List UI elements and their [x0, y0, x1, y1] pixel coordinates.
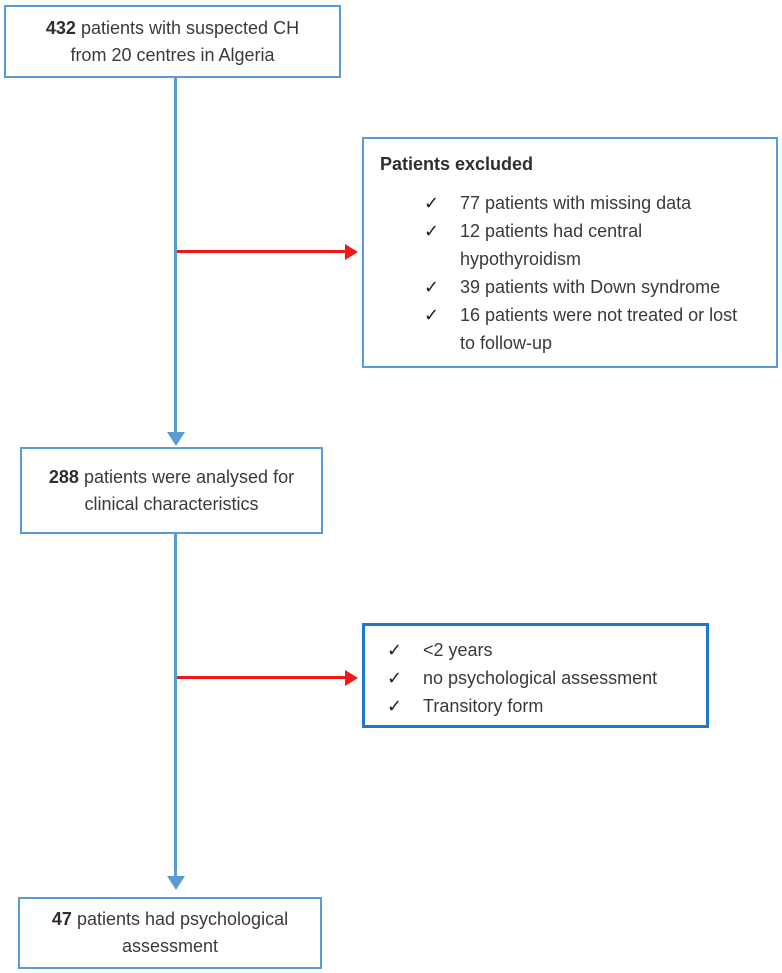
analysed-box-line1: 288 patients were analysed for [49, 464, 294, 491]
checkmark-icon: ✓ [424, 221, 440, 241]
checkmark-icon: ✓ [387, 695, 403, 716]
excluded-box: Patients excluded ✓ 77 patients with mis… [362, 137, 778, 368]
start-count: 432 [45, 17, 76, 38]
red-arrow-2-line [177, 676, 345, 679]
checkmark-icon: ✓ [424, 305, 440, 325]
list-item: ✓ 12 patients had central hypothyroidism [424, 217, 768, 273]
list-item: ✓ <2 years [387, 636, 700, 664]
list-item-text: 39 patients with Down syndrome [460, 277, 721, 297]
list-item-text: no psychological assessment [423, 667, 658, 688]
start-box-line2: from 20 centres in Algeria [70, 44, 275, 65]
final-count: 47 [51, 909, 72, 929]
final-box-line2: assessment [121, 936, 219, 956]
down-arrow-1-line [174, 78, 177, 433]
excluded-box-title: Patients excluded [380, 154, 534, 174]
list-item: ✓ 39 patients with Down syndrome [424, 273, 768, 301]
down-arrow-1-head [167, 432, 185, 446]
red-arrow-2-head [345, 670, 358, 686]
start-text: patients with suspected CH [75, 17, 300, 38]
list-item-text: Transitory form [423, 695, 544, 716]
down-arrow-2-head [167, 876, 185, 890]
analysed-box: 288 patients were analysed for clinical … [20, 447, 323, 534]
start-box: 432 patients with suspected CH from 20 c… [4, 5, 341, 78]
list-item-text: 16 patients were not treated or lost to … [460, 305, 738, 353]
list-item: ✓ 77 patients with missing data [424, 189, 768, 217]
start-box-line1: 432 patients with suspected CH [46, 15, 299, 42]
final-box: 47 patients had psychological assessment [18, 897, 322, 969]
psych-exclusion-list: ✓ <2 years ✓ no psychological assessment… [387, 636, 700, 720]
down-arrow-2-line [174, 534, 177, 876]
final-text: patients had psychological [71, 909, 289, 929]
psych-exclusion-box: ✓ <2 years ✓ no psychological assessment… [362, 623, 709, 728]
analysed-count: 288 [48, 466, 79, 487]
list-item: ✓ 16 patients were not treated or lost t… [424, 301, 768, 357]
checkmark-icon: ✓ [387, 639, 403, 660]
excluded-list: ✓ 77 patients with missing data ✓ 12 pat… [424, 189, 768, 357]
checkmark-icon: ✓ [424, 277, 440, 297]
red-arrow-1-head [345, 244, 358, 260]
list-item-text: 77 patients with missing data [460, 193, 692, 213]
analysed-text: patients were analysed for [78, 466, 295, 487]
list-item: ✓ Transitory form [387, 692, 700, 720]
list-item-text: 12 patients had central hypothyroidism [460, 221, 643, 269]
list-item-text: <2 years [423, 639, 493, 660]
checkmark-icon: ✓ [387, 667, 403, 688]
red-arrow-1-line [177, 250, 345, 253]
checkmark-icon: ✓ [424, 193, 440, 213]
analysed-box-line2: clinical characteristics [84, 493, 259, 514]
final-box-line1: 47 patients had psychological [52, 906, 288, 933]
list-item: ✓ no psychological assessment [387, 664, 700, 692]
